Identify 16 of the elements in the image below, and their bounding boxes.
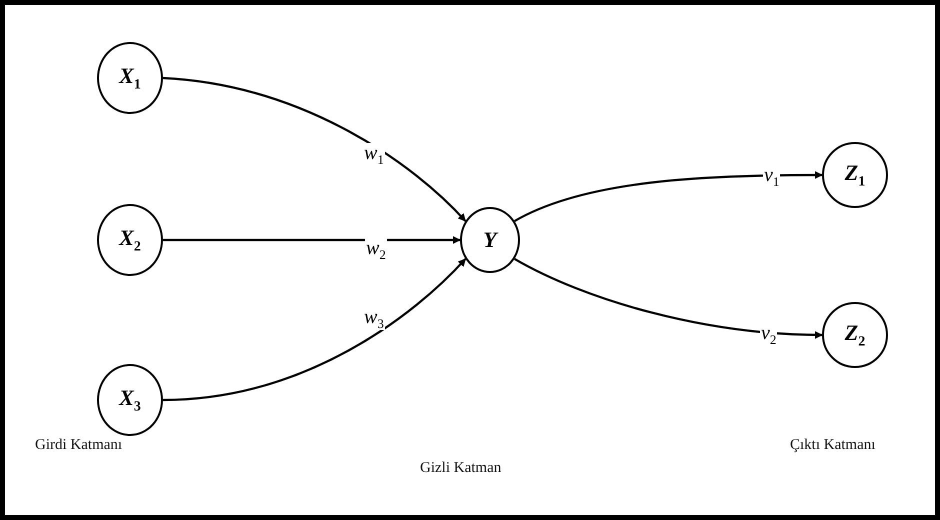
- arrow: [163, 236, 461, 244]
- neuron-label: X$_{2}$: [119, 224, 141, 256]
- weight-label: w$_{2}$: [365, 238, 387, 261]
- arrow: [162, 258, 466, 402]
- neuron-label: Y: [483, 227, 497, 253]
- layer-caption: Çıktı Katmanı: [790, 437, 876, 454]
- arrow: [514, 258, 823, 339]
- layer-caption: Girdi Katmanı: [35, 437, 122, 454]
- arrow: [514, 171, 823, 222]
- neuron-label: Z$_{2}$: [844, 320, 866, 350]
- neuron-label: X$_{3}$: [119, 384, 141, 416]
- layer-caption: Gizli Katman: [420, 460, 502, 477]
- weight-label: w$_{1}$: [363, 143, 385, 166]
- neuron-label: Z$_{1}$: [844, 160, 866, 190]
- neuron-label: X$_{1}$: [119, 62, 141, 94]
- arrow: [162, 76, 466, 222]
